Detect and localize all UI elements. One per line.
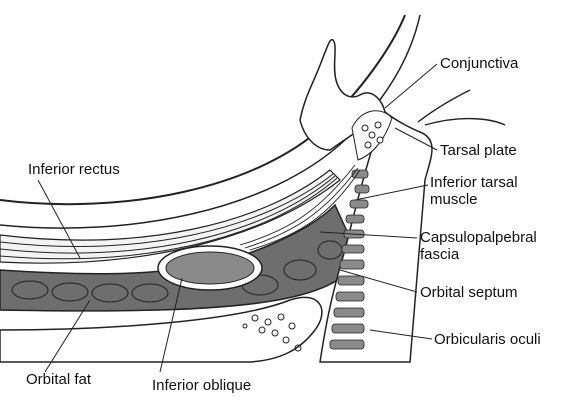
inferior-oblique-muscle: [157, 245, 263, 291]
label-capsulopalpebral-fascia-line1: Capsulopalpebral: [420, 229, 537, 246]
label-capsulopalpebral-fascia-line2: fascia: [420, 246, 460, 263]
tarsal-plate: [351, 110, 393, 161]
label-conjunctiva: Conjunctiva: [440, 55, 519, 72]
orbital-fat: [0, 203, 361, 312]
eyelash-2: [424, 117, 506, 126]
globe-inner-curve: [0, 14, 421, 229]
globe-outer-curve: [0, 14, 406, 206]
label-tarsal-plate: Tarsal plate: [440, 142, 517, 159]
label-inferior-tarsal-muscle-line1: Inferior tarsal: [430, 174, 518, 191]
label-inferior-tarsal-muscle-line2: muscle: [430, 191, 478, 208]
label-inferior-rectus: Inferior rectus: [28, 161, 120, 178]
fascia-strands: [239, 164, 361, 251]
leader-lines: [37, 63, 438, 373]
label-orbicularis-oculi: Orbicularis oculi: [434, 331, 541, 348]
orbicularis-oculi-fibers: [329, 169, 370, 350]
eyelash-1: [417, 89, 471, 123]
bone-trabeculae: [242, 313, 302, 352]
label-capsulopalpebral-fascia: Capsulopalpebral fascia: [420, 229, 537, 263]
inferior-rectus-muscle: [0, 169, 341, 264]
orbital-rim-bone: [0, 296, 323, 363]
label-inferior-tarsal-muscle: Inferior tarsal muscle: [430, 174, 518, 208]
label-inferior-oblique: Inferior oblique: [152, 377, 252, 394]
label-orbital-fat: Orbital fat: [26, 371, 92, 388]
label-orbital-septum: Orbital septum: [420, 284, 518, 301]
